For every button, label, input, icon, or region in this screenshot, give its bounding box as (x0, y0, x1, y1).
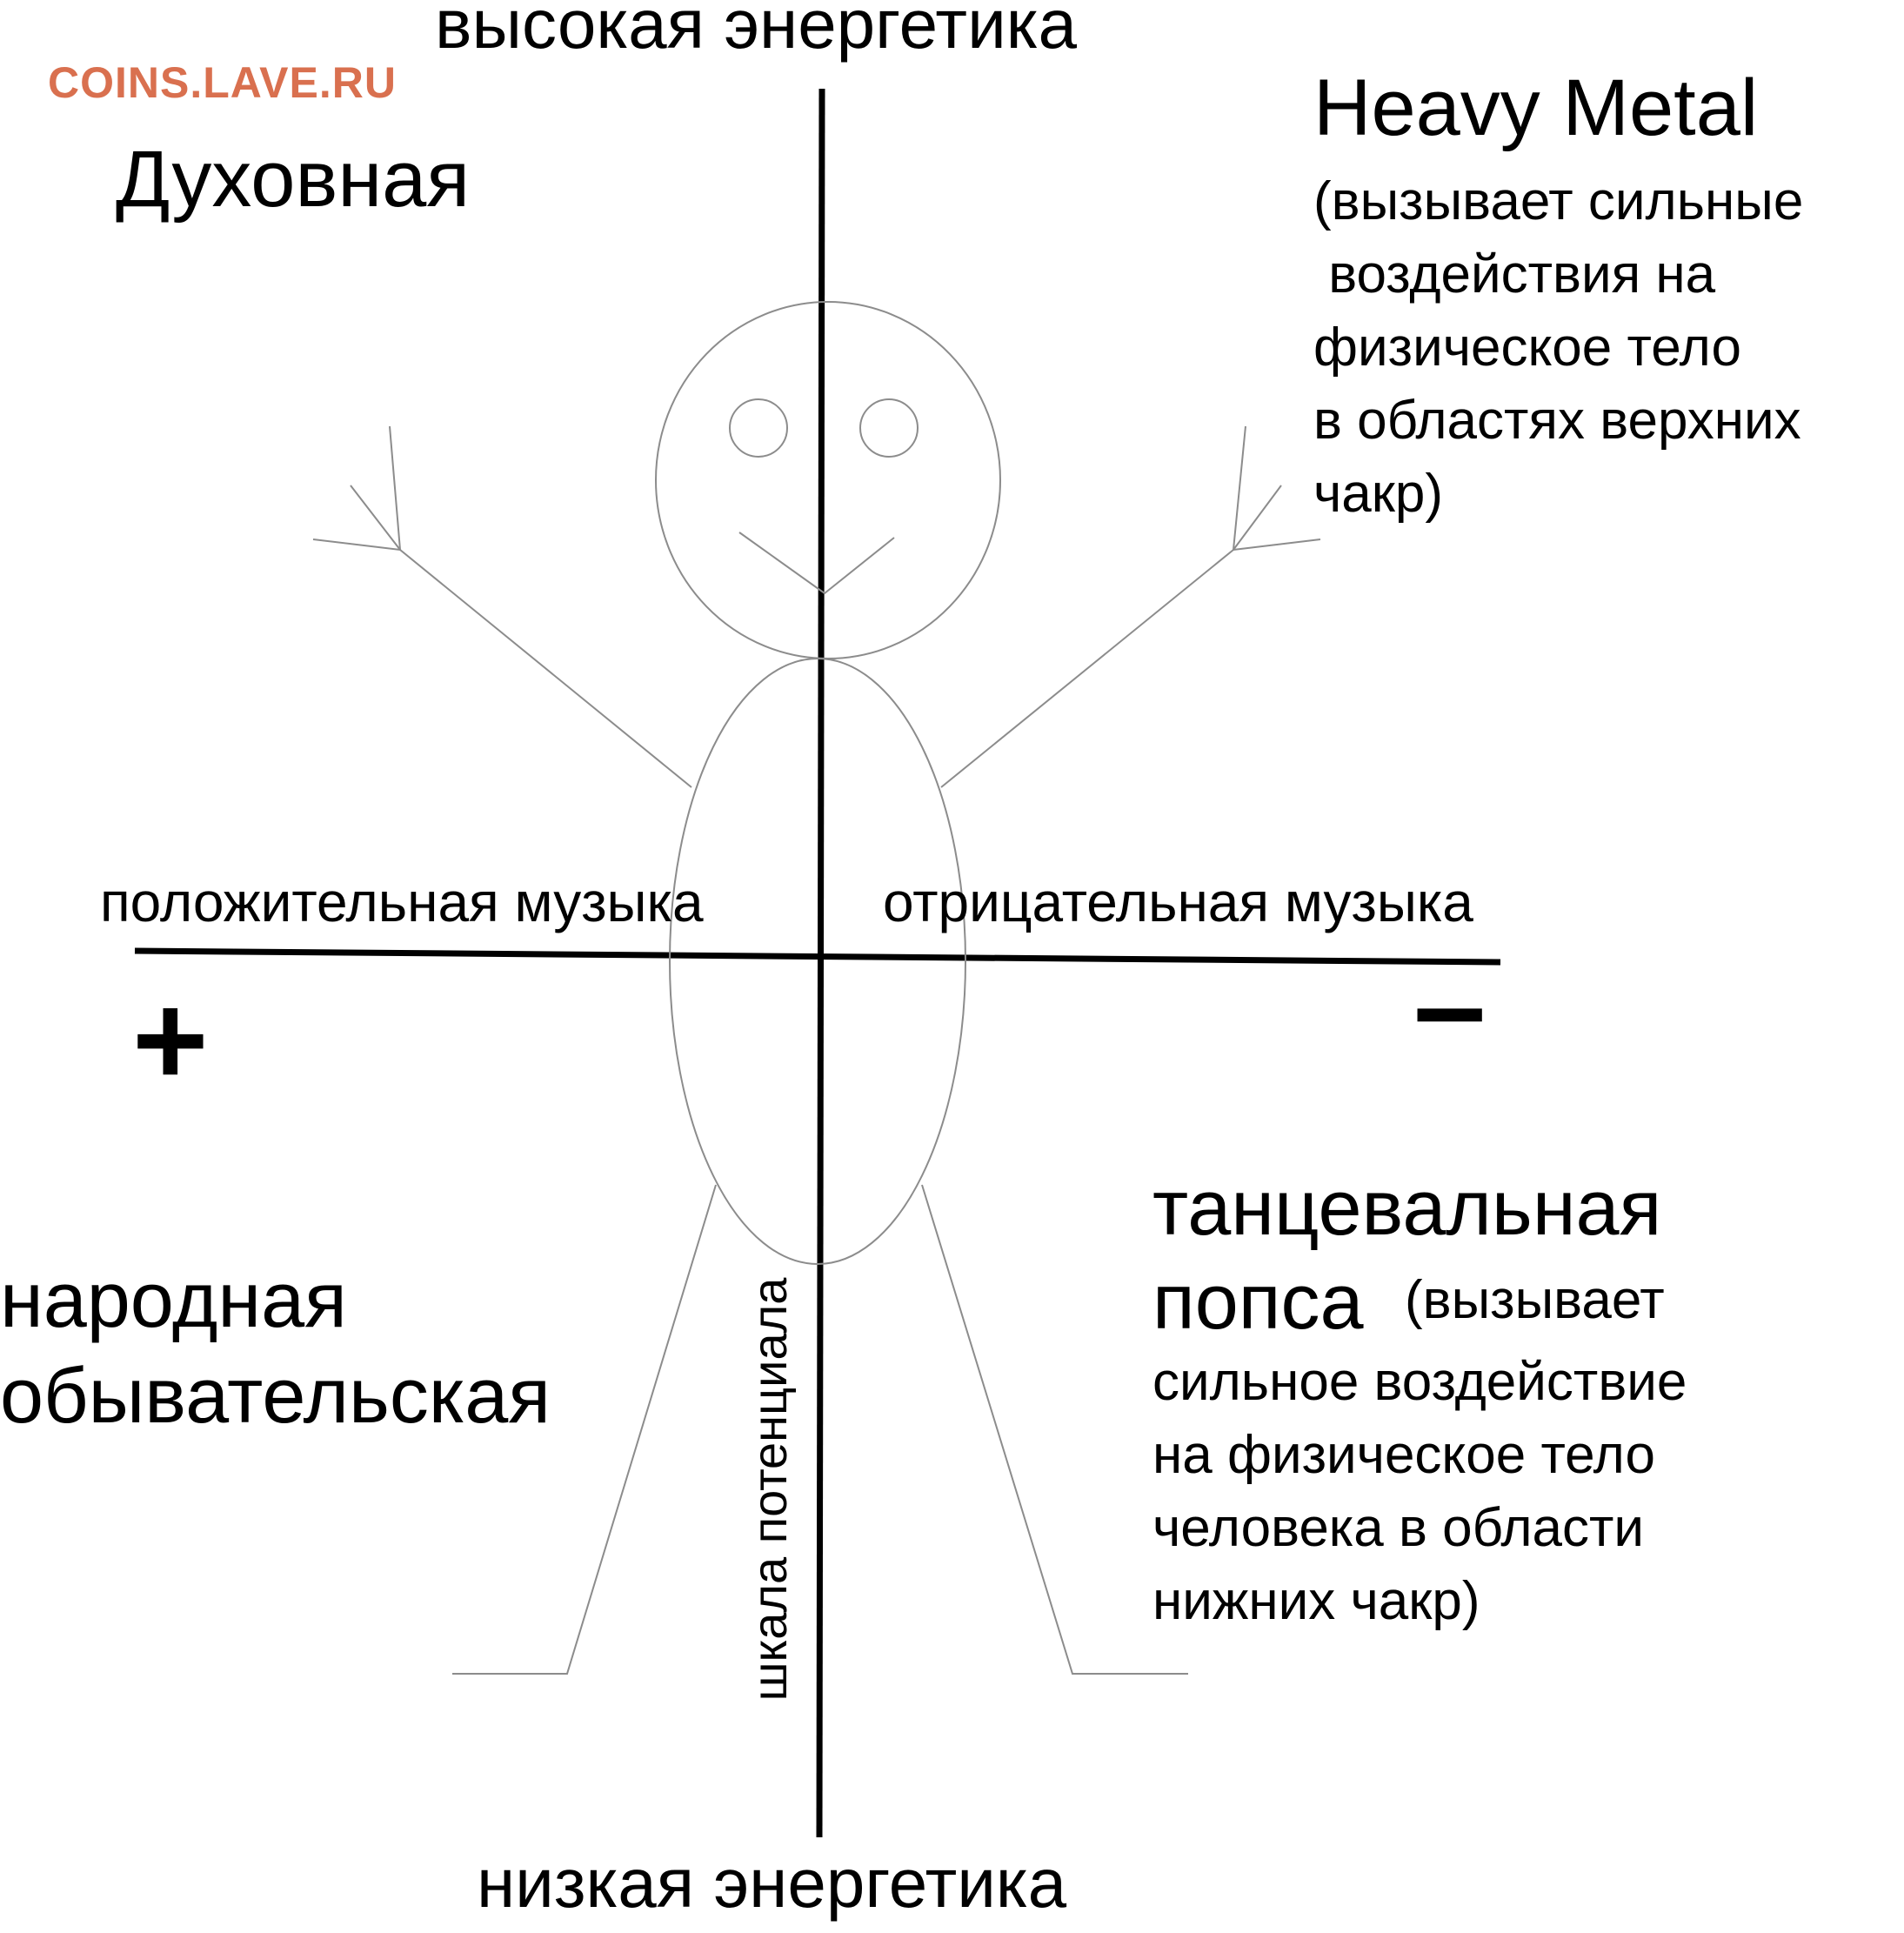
figure-left-leg (452, 1184, 717, 1675)
figure-right-arm (940, 425, 1246, 788)
negative-music-label: отрицательная музыка (883, 871, 1473, 933)
high-energy-label: высокая энергетика (435, 0, 1078, 63)
positive-music-label: положительная музыка (100, 871, 704, 933)
dance-pop-description-start: (вызывает (1405, 1270, 1665, 1330)
dance-pop-description: сильное воздействие на физическое тело ч… (1152, 1352, 1687, 1631)
heavy-metal-title: Heavy Metal (1313, 64, 1759, 152)
heavy-metal-description: (вызывает сильные воздействия на физичес… (1313, 171, 1804, 524)
figure-left-eye (729, 398, 788, 458)
dance-pop-title: танцевальная попса (1152, 1165, 1662, 1346)
plus-sign: + (132, 966, 209, 1113)
figure-right-hand (1231, 485, 1321, 552)
figure-left-arm (389, 425, 692, 788)
stick-person (312, 301, 1321, 1675)
potential-scale-label: шкала потенциала (742, 1277, 797, 1702)
low-energy-label: низкая энергетика (477, 1844, 1067, 1922)
minus-sign: – (1413, 932, 1486, 1078)
figure-head (655, 301, 1001, 659)
horizontal-axis (134, 947, 1501, 966)
spiritual-music-label: Духовная (116, 135, 471, 224)
figure-right-leg (921, 1184, 1188, 1675)
figure-left-hand (312, 485, 403, 552)
figure-right-eye (859, 398, 919, 458)
site-watermark: COINS.LAVE.RU (48, 58, 397, 107)
figure-mouth (738, 532, 895, 595)
figure-body (669, 658, 966, 1265)
vertical-axis (816, 88, 825, 1838)
folk-music-label: народная обывательская (0, 1257, 551, 1440)
